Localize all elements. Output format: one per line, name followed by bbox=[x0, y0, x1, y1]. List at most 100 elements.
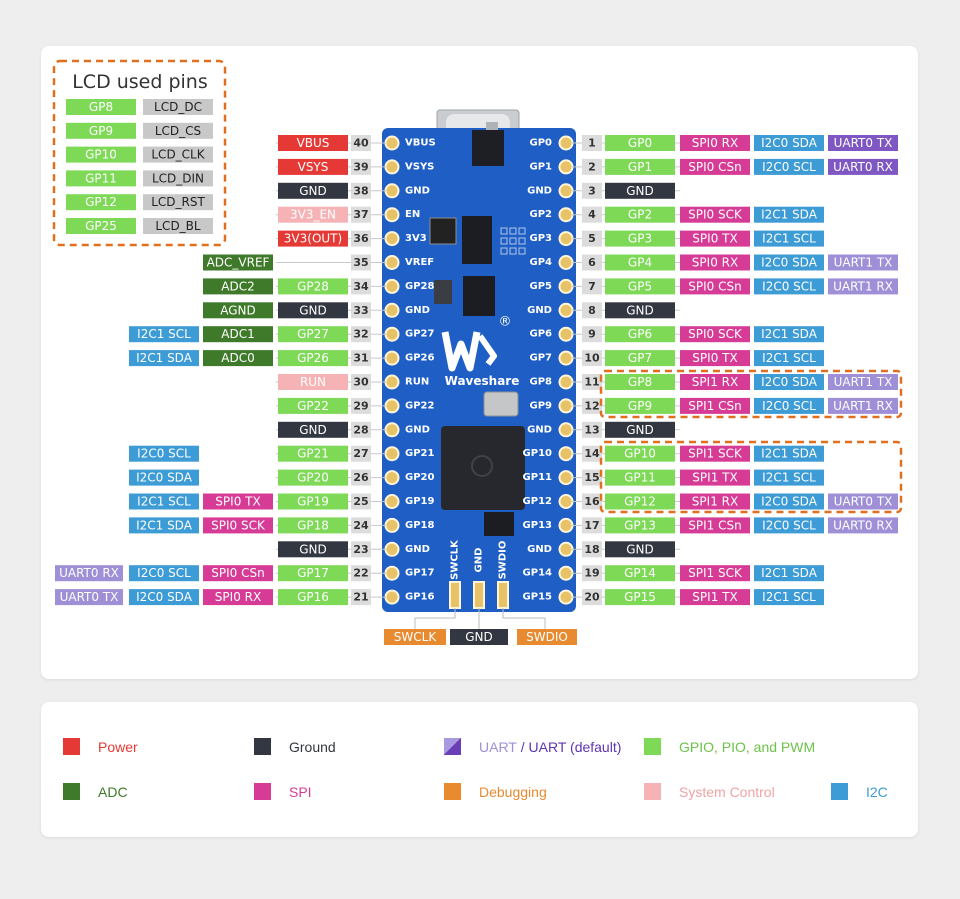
rp2040-chip bbox=[441, 426, 525, 510]
right-pin-number: 10 bbox=[584, 352, 600, 365]
right-pin-label-text: I2C0 SCL bbox=[762, 518, 816, 532]
right-pin-label-box bbox=[605, 517, 675, 534]
left-pin-number: 27 bbox=[353, 447, 368, 460]
right-pin-label-text: SPI1 SCK bbox=[688, 566, 743, 580]
right-pin-label-text: GP5 bbox=[628, 279, 652, 293]
right-pin-label-box bbox=[680, 517, 750, 534]
lcd-gp-label-box bbox=[66, 99, 136, 115]
right-silk-label: GND bbox=[527, 305, 552, 316]
left-pin-label-box bbox=[129, 326, 199, 343]
left-header-pin bbox=[384, 326, 400, 342]
left-header-pin bbox=[384, 565, 400, 581]
left-pin-number-box bbox=[351, 374, 371, 390]
right-pin-label-text: SPI1 SCK bbox=[688, 447, 743, 461]
right-pin-label-text: GP0 bbox=[628, 136, 652, 150]
right-pin-label-box bbox=[605, 374, 675, 390]
left-pin-label-box bbox=[55, 589, 123, 606]
pad-grid bbox=[509, 237, 517, 245]
left-pin-label-box bbox=[129, 445, 199, 462]
debug-label-text: GND bbox=[465, 630, 493, 644]
left-silk-label: GP18 bbox=[405, 520, 434, 531]
right-pin-label-text: GP8 bbox=[628, 375, 652, 389]
left-header-pin bbox=[384, 278, 400, 294]
right-silk-label: GND bbox=[527, 544, 552, 555]
left-silk-label: GP19 bbox=[405, 496, 434, 507]
left-pin-label-text: GP22 bbox=[297, 399, 329, 413]
right-pin-label-box bbox=[828, 135, 898, 151]
lcd-gp-label-text: GP9 bbox=[89, 124, 113, 138]
right-pin-label-box bbox=[828, 397, 898, 414]
left-pin-number: 36 bbox=[353, 232, 369, 245]
left-pin-label-text: I2C1 SCL bbox=[137, 495, 191, 509]
left-pin-number-box bbox=[351, 182, 371, 199]
left-pin-label-text: GP28 bbox=[297, 279, 329, 293]
left-pin-label-text: I2C0 SCL bbox=[137, 447, 191, 461]
left-pin-label-text: SPI0 RX bbox=[215, 590, 261, 604]
debug-label-box bbox=[517, 629, 577, 645]
right-pin-label-text: GP12 bbox=[624, 495, 656, 509]
pad-grid bbox=[500, 247, 508, 255]
lcd-gp-label-text: GP8 bbox=[89, 100, 113, 114]
legend-ground-swatch bbox=[254, 738, 271, 755]
right-pin-label-text: SPI0 TX bbox=[692, 232, 737, 246]
legend-debug: Debugging bbox=[444, 783, 547, 800]
right-pin-label-text: GP4 bbox=[628, 256, 652, 270]
legend-power-label: Power bbox=[98, 738, 138, 755]
left-pin-label-box bbox=[55, 565, 123, 582]
left-pin-label-box bbox=[278, 421, 348, 438]
lcd-gp-label-box bbox=[66, 194, 136, 211]
lcd-gp-label-text: GP11 bbox=[85, 171, 117, 185]
right-pin-label-box bbox=[754, 589, 824, 606]
pad-grid bbox=[518, 227, 526, 235]
left-pin-number-box bbox=[351, 589, 371, 606]
right-header-pin bbox=[558, 326, 574, 342]
right-silk-label: GND bbox=[527, 424, 552, 435]
right-pin-label-text: GP15 bbox=[624, 590, 656, 604]
right-pin-label-box bbox=[754, 326, 824, 343]
right-pin-label-text: I2C1 SCL bbox=[762, 351, 816, 365]
right-pin-label-text: I2C1 SDA bbox=[761, 208, 818, 222]
right-header-pin bbox=[558, 541, 574, 557]
right-pin-number: 6 bbox=[588, 256, 596, 269]
right-pin-number-box bbox=[582, 541, 602, 558]
right-pin-label-text: GND bbox=[626, 184, 654, 198]
left-pin-number-box bbox=[351, 135, 371, 151]
left-silk-label: GND bbox=[405, 544, 430, 555]
left-pin-label-box bbox=[278, 158, 348, 175]
right-silk-label: GND bbox=[527, 185, 552, 196]
left-pin-number-box bbox=[351, 517, 371, 534]
regulator-chip bbox=[472, 130, 504, 166]
right-header-pin bbox=[558, 302, 574, 318]
lcd-func-box bbox=[143, 170, 213, 187]
right-pin-number-box bbox=[582, 374, 602, 390]
left-pin-label-text: I2C0 SDA bbox=[136, 471, 193, 485]
legend-ground-label: Ground bbox=[289, 738, 336, 755]
right-pin-number-box bbox=[582, 206, 602, 223]
left-pin-label-box bbox=[278, 302, 348, 319]
right-pin-label-text: I2C1 SCL bbox=[762, 590, 816, 604]
right-pin-label-text: I2C0 SDA bbox=[761, 256, 818, 270]
lcd-pins-highlight-gp10-gp12 bbox=[599, 440, 903, 514]
left-pin-label-text: I2C1 SDA bbox=[136, 351, 193, 365]
legend-uart: UART / UART (default) bbox=[444, 738, 621, 755]
right-pin-label-text: SPI0 CSn bbox=[688, 160, 741, 174]
left-pin-number: 29 bbox=[353, 399, 368, 412]
right-pin-label-box bbox=[828, 278, 898, 295]
legend-debug-swatch bbox=[444, 783, 461, 800]
left-pin-label-text: GND bbox=[299, 303, 327, 317]
right-pin-label-text: SPI1 TX bbox=[692, 590, 737, 604]
right-pin-label-box bbox=[754, 517, 824, 534]
left-silk-label: 3V3 bbox=[405, 233, 427, 244]
left-pin-number-box bbox=[351, 469, 371, 486]
right-header-pin bbox=[558, 565, 574, 581]
right-pin-label-text: GP9 bbox=[628, 399, 652, 413]
left-pin-label-box bbox=[129, 493, 199, 510]
left-pin-label-box bbox=[203, 565, 273, 582]
left-pin-number-box bbox=[351, 397, 371, 414]
left-pin-label-box bbox=[278, 397, 348, 414]
right-pin-label-text: I2C0 SCL bbox=[762, 160, 816, 174]
right-pin-label-text: SPI0 SCK bbox=[688, 327, 743, 341]
left-pin-label-text: ADC0 bbox=[221, 351, 254, 365]
flash-chip-1 bbox=[462, 216, 492, 264]
right-pin-label-box bbox=[605, 302, 675, 319]
